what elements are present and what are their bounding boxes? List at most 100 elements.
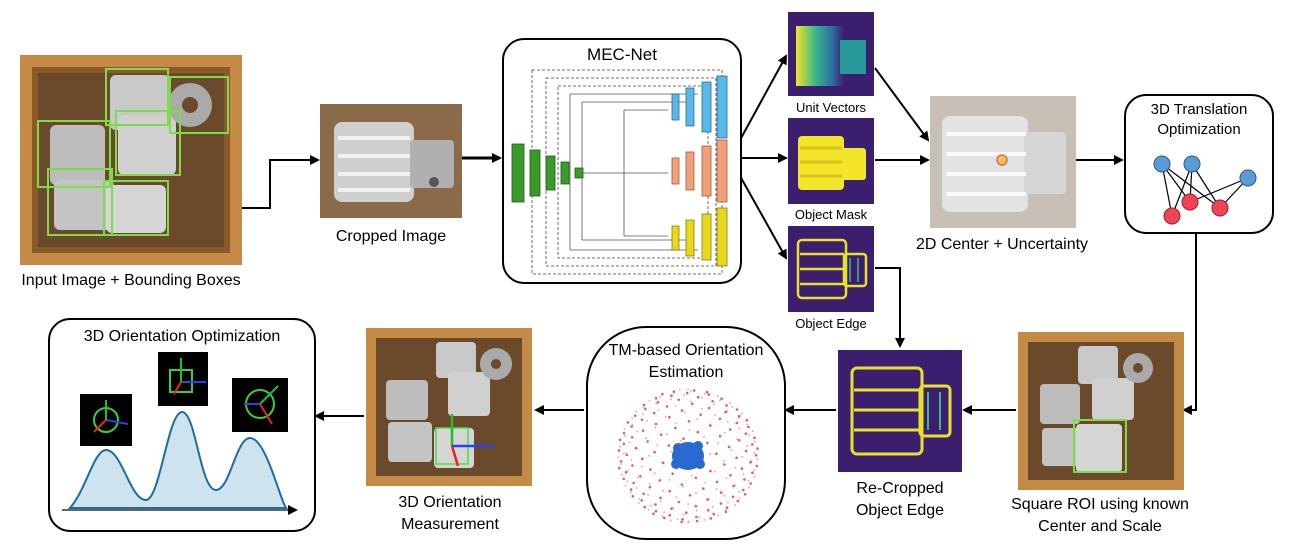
sample-point: [675, 422, 678, 425]
sample-point: [715, 480, 719, 484]
sample-point: [620, 463, 623, 465]
sample-point: [680, 520, 683, 524]
translation-opt-title-1: 3D Translation: [1150, 101, 1248, 118]
sample-point: [661, 392, 664, 396]
sample-point: [715, 488, 718, 490]
unit-vectors-label: Unit Vectors: [795, 100, 867, 115]
tm-box: TM-based Orientation Estimation: [586, 326, 786, 540]
decoder-orange-1: [671, 157, 680, 185]
decoder-yellow-2: [685, 219, 695, 257]
sample-point: [748, 434, 750, 437]
sample-point: [751, 443, 754, 446]
sample-point: [736, 438, 738, 441]
center-point: [996, 154, 1008, 166]
sample-point: [738, 497, 741, 500]
object-edge-label: Object Edge: [795, 316, 867, 331]
sample-point: [646, 440, 649, 443]
sample-point: [743, 478, 746, 481]
sample-point: [622, 442, 626, 446]
sample-point: [730, 449, 733, 451]
sample-point: [738, 490, 741, 493]
sample-point: [663, 511, 665, 514]
sample-point: [703, 519, 706, 521]
sample-point: [725, 506, 729, 509]
sample-point: [753, 451, 755, 454]
sample-point: [640, 418, 644, 422]
cropped-image: [320, 104, 462, 218]
sample-point: [656, 401, 660, 404]
graph-node-red: [1211, 199, 1229, 217]
tm-title-1: TM-based Orientation: [608, 342, 764, 359]
sample-point: [740, 467, 744, 470]
sample-point: [630, 425, 633, 428]
sample-point: [734, 504, 736, 506]
sample-point: [647, 508, 650, 511]
sample-point: [682, 485, 685, 488]
square-roi-label-1: Square ROI using known: [1011, 496, 1189, 513]
square-roi-image: [1018, 332, 1184, 490]
sample-point: [646, 419, 648, 422]
sample-point: [661, 461, 664, 464]
sample-point: [738, 427, 741, 430]
sample-point: [720, 397, 723, 400]
input-image-label: Input Image + Bounding Boxes: [21, 272, 241, 289]
sample-point: [682, 513, 685, 516]
sample-point: [695, 492, 697, 495]
sample-point: [657, 409, 660, 411]
sample-point: [642, 406, 645, 409]
sample-point: [675, 496, 678, 499]
sample-point: [705, 390, 709, 394]
encoder-block-2: [529, 149, 541, 197]
sample-point: [623, 452, 625, 455]
sample-point: [747, 425, 750, 429]
sample-point: [709, 424, 712, 427]
input-image: [20, 55, 242, 265]
sample-point: [659, 395, 662, 398]
sample-point: [640, 499, 643, 502]
decoder-yellow-4: [716, 207, 728, 267]
sample-point: [619, 460, 623, 463]
sample-point: [685, 511, 688, 514]
sample-point: [636, 448, 639, 450]
sample-point: [648, 454, 650, 457]
sample-point: [677, 500, 681, 504]
sample-point: [618, 466, 621, 470]
sample-point: [690, 400, 692, 403]
sample-point: [672, 390, 676, 393]
arrow-vectors-to-center: [874, 67, 930, 142]
sample-point: [628, 441, 631, 444]
sample-point: [649, 468, 652, 471]
sample-point: [642, 403, 646, 407]
unit-vectors-image: [788, 12, 874, 96]
sample-point: [687, 503, 690, 505]
sample-point: [670, 450, 673, 453]
sample-point: [670, 519, 672, 522]
sample-point: [654, 503, 657, 506]
mecnet-title: MEC-Net: [587, 45, 657, 64]
pose-thumb-middle: [158, 352, 208, 406]
sample-point: [744, 449, 748, 453]
sample-point: [644, 407, 647, 411]
sample-point: [694, 504, 698, 508]
sample-point: [695, 519, 699, 523]
sample-point: [627, 469, 629, 472]
sample-point: [706, 498, 710, 501]
sample-point: [668, 489, 671, 493]
orientation-opt-box: 3D Orientation Optimization: [48, 318, 316, 532]
sample-point: [631, 417, 633, 420]
sample-point: [756, 447, 759, 450]
sample-point: [728, 428, 732, 431]
sample-point: [672, 507, 675, 509]
sample-point: [637, 502, 640, 504]
sample-point: [719, 491, 723, 494]
sample-point: [723, 431, 726, 434]
sample-point: [742, 488, 745, 492]
sample-point: [687, 420, 691, 423]
decoder-blue-1: [671, 93, 680, 121]
sample-point: [747, 486, 750, 489]
recropped-label-1: Re-Cropped: [856, 480, 944, 497]
sample-point: [734, 484, 736, 486]
sample-point: [654, 396, 658, 400]
sample-point: [629, 488, 633, 491]
sample-point: [648, 399, 651, 402]
